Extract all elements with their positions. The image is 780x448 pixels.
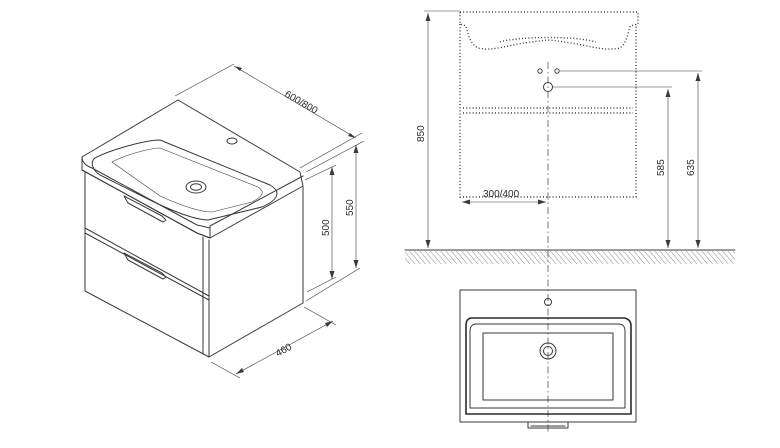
dim-550-label: 550	[345, 199, 356, 216]
dim-width-arrow-a	[234, 66, 242, 71]
upper-drawer-handle	[123, 195, 167, 223]
dim-width-ext-left	[174, 63, 235, 97]
dim-width-arrow-b	[348, 133, 356, 138]
top-view-outline	[459, 289, 637, 423]
dim-635-label: 635	[686, 159, 697, 176]
top-view-bowl-inner	[482, 332, 614, 401]
dim-offset-arrow-b	[538, 199, 546, 205]
dim-width-label: 600/800	[283, 89, 320, 117]
drain-icon	[185, 180, 207, 194]
top-view-handle	[527, 421, 569, 429]
dim-460-arrow-a	[236, 368, 244, 374]
dim-550-arrow-a	[353, 145, 359, 153]
basin-top-right-edge	[209, 175, 304, 239]
dim-850-arrow-b	[425, 240, 431, 248]
dim-585-label: 585	[656, 159, 667, 176]
dim-460-line	[235, 320, 334, 375]
top-view	[459, 289, 637, 429]
floor-hatch	[405, 251, 735, 264]
dim-width-ext-right	[299, 132, 363, 169]
elevation-view: 850 585 635 300/400	[404, 10, 736, 432]
isometric-view: 600/800 550 500 460	[81, 63, 365, 379]
dim-500-label: 500	[321, 219, 332, 236]
drawer-split-line	[84, 227, 210, 297]
dim-offset-label: 300/400	[483, 189, 520, 200]
elevation-basin-outline	[459, 11, 639, 50]
top-view-drain-icon	[539, 342, 557, 360]
basin-bowl-outline	[91, 139, 278, 221]
dim-500-arrow-b	[329, 271, 335, 279]
dim-460-label: 460	[274, 342, 294, 360]
inlet-left-icon	[537, 68, 543, 74]
dim-460-arrow-b	[325, 321, 333, 327]
inlet-right-icon	[554, 68, 560, 74]
tap-hole-icon	[226, 137, 238, 145]
drawer-split-line-2	[84, 232, 210, 301]
dim-585-arrow-a	[665, 89, 671, 97]
dim-635-arrow-a	[695, 73, 701, 81]
dim-585-arrow-b	[665, 240, 671, 248]
top-view-bowl-rim	[469, 323, 626, 409]
dim-550-ext-bottom	[305, 267, 361, 302]
dim-offset-arrow-a	[462, 199, 470, 205]
basin-bowl-inner	[111, 147, 263, 213]
cabinet-side-face	[208, 186, 304, 358]
top-view-drain-inner-icon	[543, 346, 553, 356]
top-view-tap-hole-icon	[544, 298, 552, 306]
dim-850-label: 850	[416, 125, 427, 142]
dim-635-arrow-b	[695, 240, 701, 248]
drain-inner-icon	[190, 183, 202, 191]
dim-550-ext-top	[305, 140, 365, 173]
dim-850-arrow-a	[425, 13, 431, 21]
dim-width-line	[233, 65, 357, 139]
dim-460-ext-left	[210, 361, 241, 379]
basin-top-front-edge	[81, 169, 211, 239]
cabinet-front-face	[84, 171, 210, 358]
basin-rim-front	[81, 156, 211, 229]
elevation-cabinet-outline	[459, 24, 637, 198]
top-view-bowl-outer	[465, 317, 632, 415]
lower-drawer-handle	[123, 252, 167, 280]
dim-500-ext-top	[304, 164, 337, 181]
dim-500-arrow-a	[329, 167, 335, 175]
elevation-basin-inner-curve	[499, 36, 597, 43]
dim-500-ext-bottom	[306, 276, 337, 293]
dim-550-arrow-b	[353, 260, 359, 268]
